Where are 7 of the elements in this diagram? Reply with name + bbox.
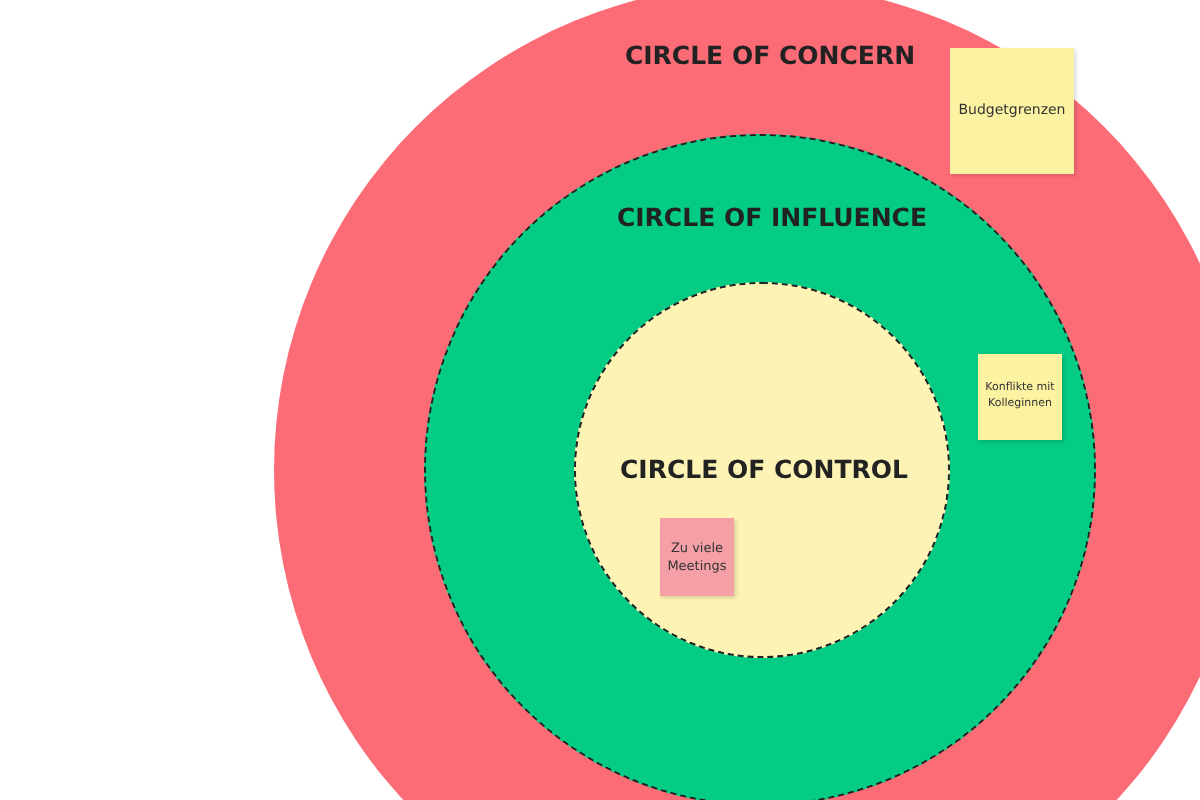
sticky-note xyxy=(950,48,1074,174)
circle-title: CIRCLE OF CONTROL xyxy=(620,454,908,484)
concern-circle xyxy=(274,0,1200,800)
circle-title: CIRCLE OF CONCERN xyxy=(624,40,916,70)
circle-title: CIRCLE OF INFLUENCE xyxy=(616,202,928,232)
sticky-note xyxy=(978,354,1062,440)
sticky-note xyxy=(660,518,734,596)
